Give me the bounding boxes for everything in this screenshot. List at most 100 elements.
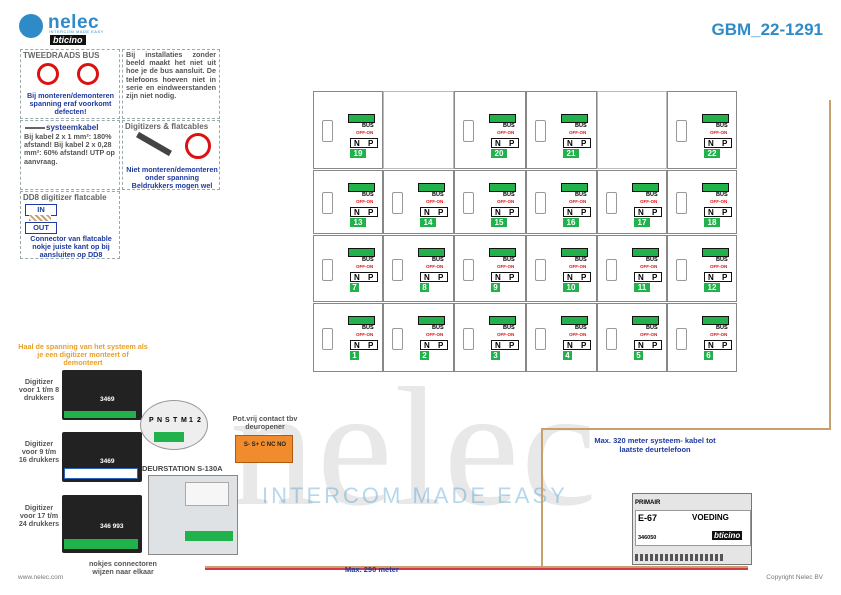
- bus-label: BUS: [575, 192, 587, 198]
- apartment-number: 5: [634, 351, 643, 360]
- apartment-number: 6: [704, 351, 713, 360]
- door-station-module: [185, 482, 229, 506]
- handset-icon: [535, 192, 546, 214]
- handset-icon: [463, 120, 474, 142]
- off-on-switch-label: OFF-ON: [356, 264, 374, 269]
- apartment-number: 14: [420, 218, 436, 227]
- bus-label: BUS: [646, 325, 658, 331]
- bus-label: BUS: [646, 192, 658, 198]
- apartment-number: 13: [350, 218, 366, 227]
- n-label: N: [354, 139, 360, 148]
- bus-label: BUS: [646, 257, 658, 263]
- digitizer-2-terminals: [64, 468, 138, 479]
- off-on-switch-label: OFF-ON: [497, 130, 515, 135]
- bus-label: BUS: [503, 192, 515, 198]
- power-terminals: [635, 554, 725, 561]
- install-info-text: Bij installaties zonder beeld maakt het …: [126, 50, 216, 101]
- bus-terminal: [489, 316, 516, 325]
- no-power-icon: [77, 63, 99, 85]
- apartment-number: 16: [563, 218, 579, 227]
- digitizer-2: 3469: [62, 432, 142, 482]
- n-label: N: [708, 139, 714, 148]
- install-info-box: Bij installaties zonder beeld maakt het …: [122, 49, 220, 119]
- door-station-title: DEURSTATION S-130A: [142, 464, 223, 473]
- off-on-switch-label: OFF-ON: [497, 199, 515, 204]
- relay-label: Pot.vrij contact tbv deuropener: [232, 414, 298, 432]
- n-label: N: [495, 273, 501, 282]
- digitizer-3-terminals: [64, 539, 138, 549]
- dip-switch-bank: [154, 432, 184, 442]
- two-wire-bus-box: TWEEDRAADS BUS Bij monteren/demonteren s…: [20, 49, 120, 119]
- digitizer-1-model: 3469: [100, 396, 115, 403]
- document-title: GBM_22-1291: [711, 20, 823, 39]
- handset-icon: [392, 327, 403, 350]
- footer-copyright: Copyright Nelec BV: [766, 574, 823, 581]
- apartment-number: 1: [350, 351, 359, 360]
- dd8-flatcable-text: Connector van flatcable nokje juiste kan…: [30, 234, 112, 259]
- digitizer-1-label: Digitizer voor 1 t/m 8 drukkers: [18, 377, 60, 403]
- bus-terminal: [632, 316, 659, 325]
- door-station: [148, 475, 238, 555]
- off-on-switch-label: OFF-ON: [640, 332, 658, 337]
- no-power-icon: [185, 133, 211, 159]
- p-label: P: [438, 208, 444, 217]
- power-model: E-67: [638, 513, 658, 523]
- off-on-switch-label: OFF-ON: [569, 264, 587, 269]
- apartment-number: 20: [491, 149, 507, 158]
- dip-label: N: [157, 417, 163, 424]
- off-on-switch-label: OFF-ON: [356, 130, 374, 135]
- p-label: P: [652, 341, 658, 350]
- n-label: N: [567, 139, 573, 148]
- off-on-switch-label: OFF-ON: [710, 332, 728, 337]
- apartment-number: 12: [704, 283, 720, 292]
- bus-wire-vertical: [541, 428, 543, 566]
- digitizer-3: 346 993: [62, 495, 142, 553]
- digitizer-1: 3469: [62, 370, 142, 420]
- bus-terminal: [489, 248, 516, 257]
- bus-terminal: [561, 183, 588, 192]
- apartment-number: 17: [634, 218, 650, 227]
- system-cable-box: systeemkabel Bij kabel 2 x 1 mm²: 180% a…: [20, 120, 120, 190]
- p-label: P: [722, 341, 728, 350]
- digitizer-1-terminals: [64, 411, 136, 418]
- max-system-label: Max. 320 meter systeem- kabel tot laatst…: [594, 436, 716, 454]
- p-label: P: [722, 273, 728, 282]
- footer-website: www.nelec.com: [18, 574, 64, 581]
- dd8-out-label: OUT: [25, 222, 57, 234]
- bus-label: BUS: [362, 325, 374, 331]
- bus-terminal: [348, 316, 375, 325]
- digitizers-flatcables-text: Niet monteren/demonteren onder spanning …: [126, 165, 218, 190]
- off-on-switch-label: OFF-ON: [710, 199, 728, 204]
- handset-icon: [606, 327, 617, 350]
- off-on-switch-label: OFF-ON: [640, 264, 658, 269]
- bus-label: BUS: [503, 257, 515, 263]
- handset-icon: [606, 192, 617, 214]
- apartment-number: 15: [491, 218, 507, 227]
- connector-note: nokjes connectoren wijzen naar elkaar: [89, 559, 157, 577]
- two-wire-bus-text: Bij monteren/demonteren spanning eraf vo…: [26, 91, 115, 116]
- p-label: P: [652, 273, 658, 282]
- system-cable-title: systeemkabel: [46, 123, 99, 132]
- n-label: N: [708, 341, 714, 350]
- n-label: N: [638, 341, 644, 350]
- handset-icon: [463, 327, 474, 350]
- p-label: P: [368, 341, 374, 350]
- dip-label: T: [173, 417, 178, 424]
- n-label: N: [495, 341, 501, 350]
